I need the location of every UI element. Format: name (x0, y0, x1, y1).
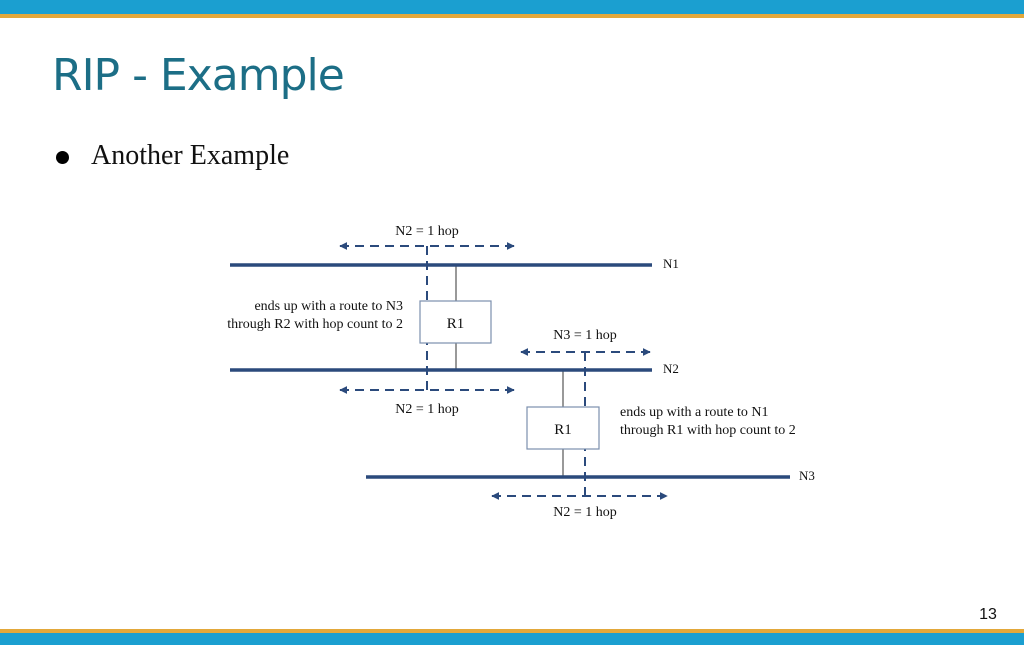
bottom-banner (0, 633, 1024, 645)
bullet-text: Another Example (91, 140, 290, 171)
router-bottom-label: R1 (554, 422, 572, 438)
network-n3-label: N3 (799, 468, 815, 483)
note-left-line-1: ends up with a route to N3 (254, 299, 403, 314)
note-right-line-1: ends up with a route to N1 (620, 405, 769, 420)
router-bottom-box (526, 406, 600, 450)
top-banner (0, 0, 1024, 14)
adv-mid-right-label: N3 = 1 hop (553, 328, 617, 343)
bullet-item: Another Example (56, 140, 289, 172)
top-banner-accent (0, 14, 1024, 18)
network-n2-label: N2 (663, 361, 679, 376)
slide-title: RIP - Example (52, 50, 345, 101)
network-n1-label: N1 (663, 256, 679, 271)
adv-mid-left-label: N2 = 1 hop (395, 402, 459, 417)
note-left-line-2: through R2 with hop count to 2 (227, 317, 403, 332)
router-bottom: R1 (526, 406, 600, 450)
bottom-banner-accent (0, 629, 1024, 633)
adv-top-label: N2 = 1 hop (395, 224, 459, 239)
note-right-line-2: through R1 with hop count to 2 (620, 423, 796, 438)
router-top: R1 (419, 300, 492, 344)
router-top-label: R1 (447, 316, 465, 332)
page-number: 13 (979, 606, 997, 623)
adv-bottom-label: N2 = 1 hop (553, 505, 617, 520)
router-top-box (419, 300, 492, 344)
bullet-dot-icon (56, 150, 69, 164)
